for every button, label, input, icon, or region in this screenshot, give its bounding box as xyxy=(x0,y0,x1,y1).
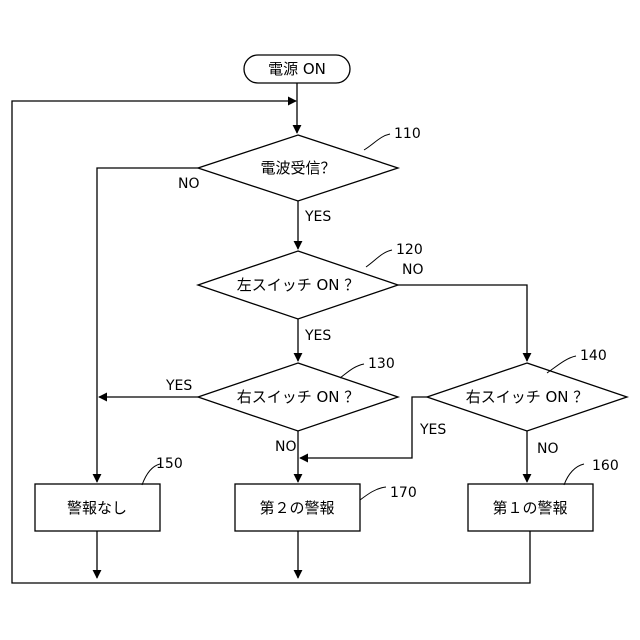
ref-140: 140 xyxy=(580,348,607,364)
leader-130 xyxy=(340,364,364,378)
branch-140-no: NO xyxy=(537,441,559,457)
ref-120: 120 xyxy=(396,242,423,258)
leader-140 xyxy=(547,356,576,373)
decision-140: 右スイッチ ON ？ xyxy=(427,363,627,431)
process-150: 警報なし xyxy=(35,484,160,531)
leader-160 xyxy=(564,464,584,485)
ref-150: 150 xyxy=(156,456,183,472)
ref-110: 110 xyxy=(394,126,421,142)
decision-130-label: 右スイッチ ON ？ xyxy=(237,388,360,406)
start-terminal: 電源 ON xyxy=(244,55,350,83)
leader-170 xyxy=(360,487,386,500)
process-170: 第２の警報 xyxy=(235,484,360,531)
ref-170: 170 xyxy=(390,485,417,501)
decision-140-label: 右スイッチ ON ？ xyxy=(466,388,589,406)
decision-110-label: 電波受信？ xyxy=(260,159,335,177)
ref-130: 130 xyxy=(368,356,395,372)
decision-130: 右スイッチ ON ？ xyxy=(198,363,398,431)
branch-110-no: NO xyxy=(178,176,200,192)
process-160: 第１の警報 xyxy=(468,484,593,531)
branch-120-no: NO xyxy=(402,262,424,278)
ref-160: 160 xyxy=(592,458,619,474)
process-160-label: 第１の警報 xyxy=(492,499,567,517)
branch-130-yes: YES xyxy=(165,378,192,394)
leader-120 xyxy=(366,250,392,267)
start-label: 電源 ON xyxy=(268,60,326,78)
process-150-label: 警報なし xyxy=(67,499,127,517)
decision-120: 左スイッチ ON ？ xyxy=(198,251,398,319)
connector-120-no-to-140 xyxy=(398,285,527,361)
connector-110-no-to-150 xyxy=(97,168,198,482)
decision-120-label: 左スイッチ ON ？ xyxy=(237,276,360,294)
branch-140-yes: YES xyxy=(419,422,446,438)
leader-110 xyxy=(364,134,390,150)
process-170-label: 第２の警報 xyxy=(259,499,334,517)
branch-120-yes: YES xyxy=(304,328,331,344)
branch-110-yes: YES xyxy=(304,209,331,225)
decision-110: 電波受信？ xyxy=(198,135,398,201)
branch-130-no: NO xyxy=(275,439,297,455)
